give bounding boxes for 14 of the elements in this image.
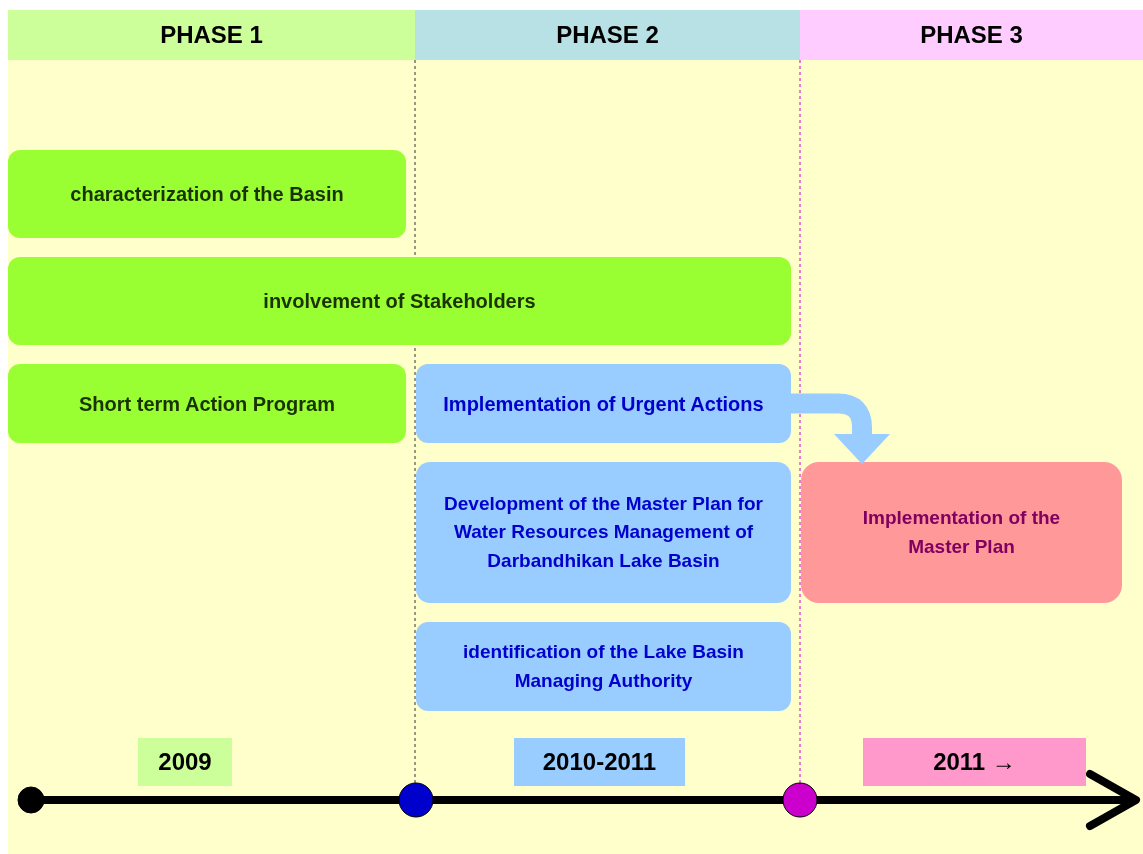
phase-header: PHASE 3 — [800, 10, 1143, 60]
activity-box: Implementation of Urgent Actions — [416, 364, 791, 443]
activity-box: involvement of Stakeholders — [8, 257, 791, 345]
activity-box: Development of the Master Plan for Water Resources Management of Darbandhikan Lake Basin — [416, 462, 791, 603]
year-label: 2009 — [138, 738, 232, 786]
activity-box: Short term Action Program — [8, 364, 406, 443]
phase-header: PHASE 1 — [8, 10, 415, 60]
phase-header: PHASE 2 — [415, 10, 800, 60]
year-label: 2010-2011 — [514, 738, 685, 786]
activity-box: Implementation of the Master Plan — [801, 462, 1122, 603]
curved-arrow — [791, 393, 890, 464]
activity-box: identification of the Lake Basin Managing Authority — [416, 622, 791, 711]
activity-box: characterization of the Basin — [8, 150, 406, 238]
year-label: 2011 → — [863, 738, 1086, 786]
